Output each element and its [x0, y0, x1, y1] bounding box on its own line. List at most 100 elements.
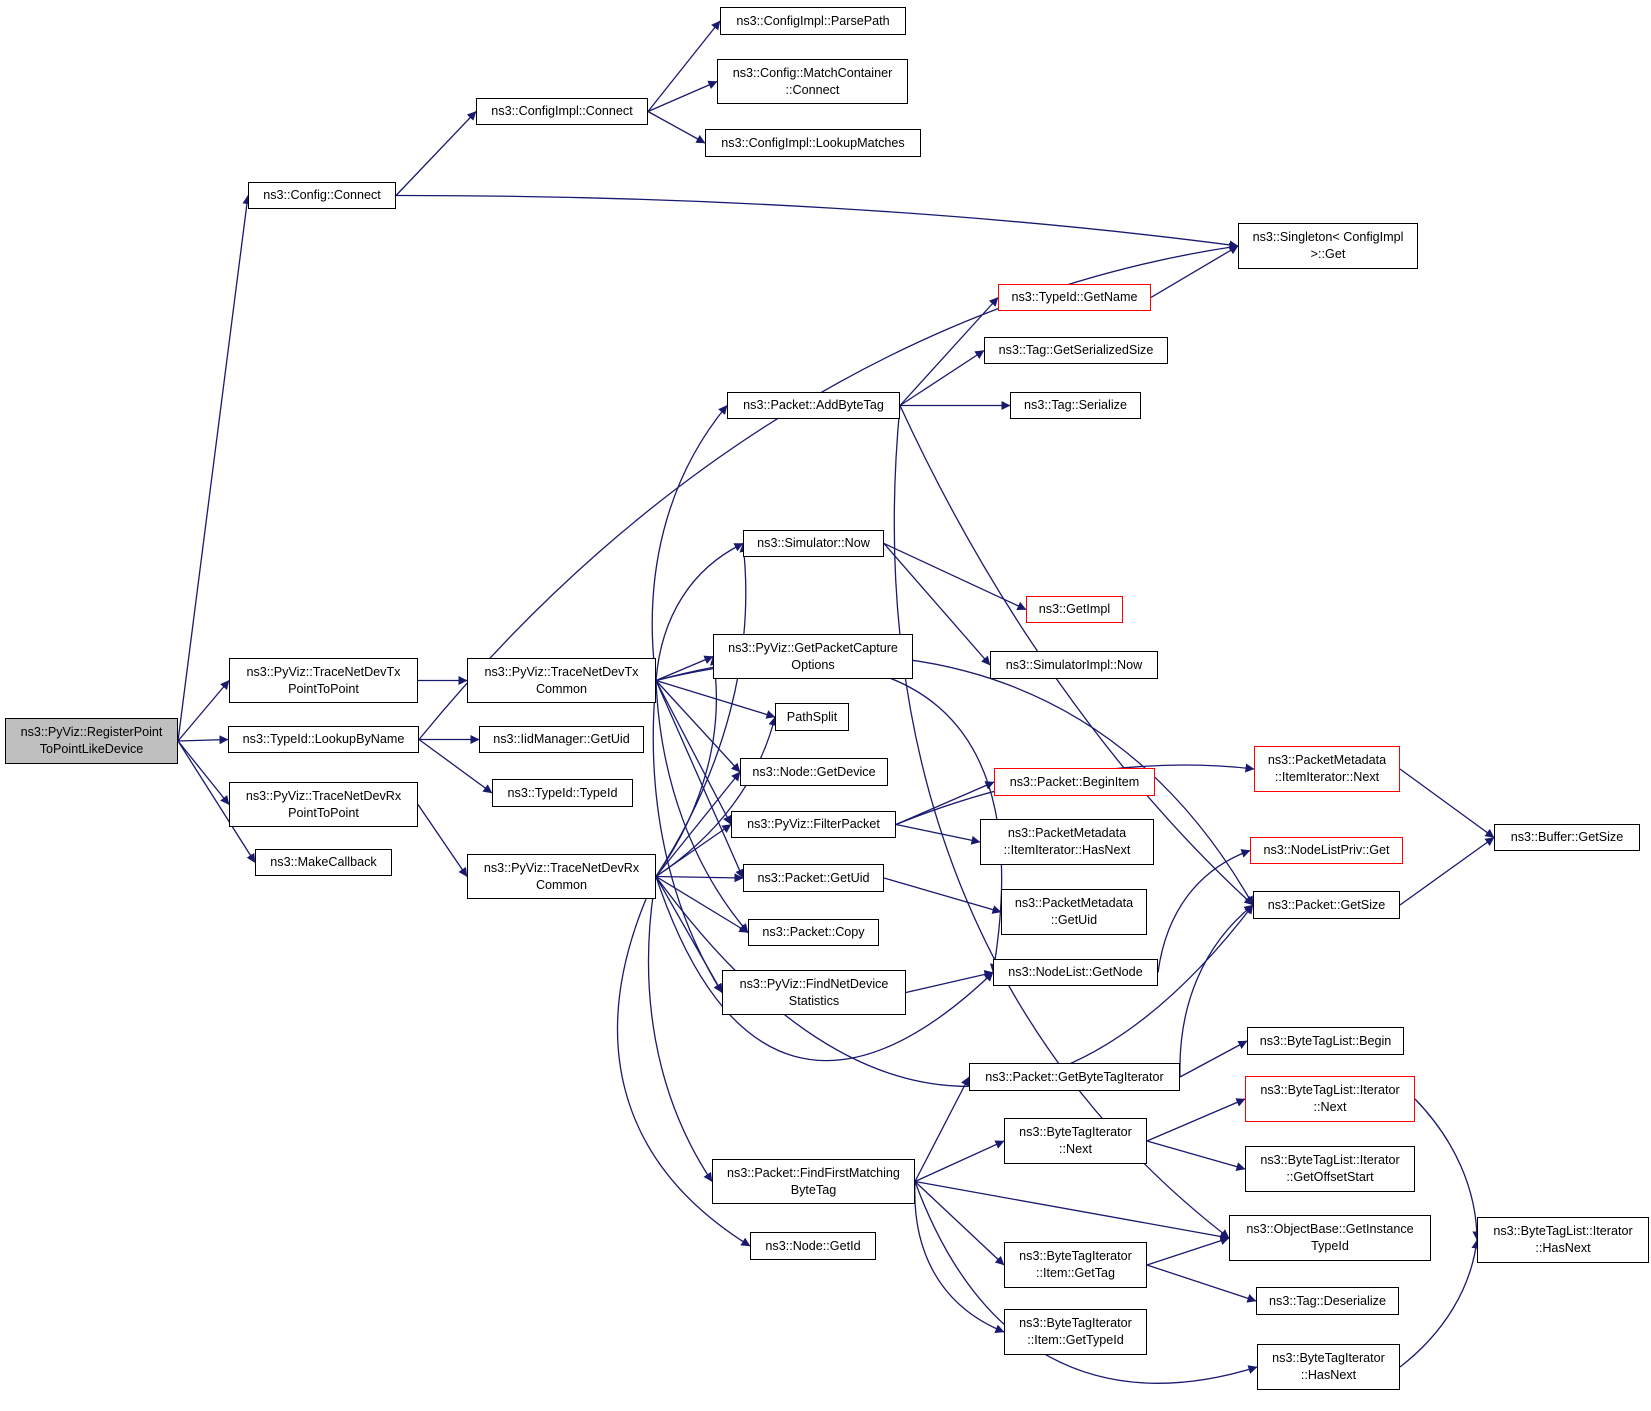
edge-tracetx-common-to-pathsplit	[655, 679, 776, 719]
node-getbytetagiterator[interactable]: ns3::Packet::GetByteTagIterator	[969, 1063, 1180, 1091]
node-tracerx-common[interactable]: ns3::PyViz::TraceNetDevRx Common	[467, 854, 656, 899]
node-label: ns3::NodeList::GetNode	[1008, 965, 1143, 979]
edge-tracerx-common-to-packet-getuid	[655, 873, 744, 883]
node-bti-item-gettag[interactable]: ns3::ByteTagIterator ::Item::GetTag	[1004, 1242, 1147, 1288]
node-btl-iter-next[interactable]: ns3::ByteTagList::Iterator ::Next	[1245, 1076, 1415, 1122]
node-label: ns3::Packet::GetByteTagIterator	[985, 1069, 1164, 1084]
edge-tracetx-common-to-node-getdevice	[655, 680, 741, 773]
node-matchcontainer[interactable]: ns3::Config::MatchContainer ::Connect	[717, 59, 908, 104]
node-pm-iter-next[interactable]: ns3::PacketMetadata ::ItemIterator::Next	[1254, 746, 1400, 792]
node-findfirstmatching[interactable]: ns3::Packet::FindFirstMatching ByteTag	[712, 1159, 915, 1204]
node-bti-next[interactable]: ns3::ByteTagIterator ::Next	[1004, 1118, 1147, 1164]
node-packet-beginitem[interactable]: ns3::Packet::BeginItem	[994, 768, 1155, 796]
node-node-getid[interactable]: ns3::Node::GetId	[750, 1232, 876, 1260]
node-packet-getuid[interactable]: ns3::Packet::GetUid	[743, 864, 884, 892]
node-nodelist-getnode[interactable]: ns3::NodeList::GetNode	[993, 959, 1158, 986]
edge-bti-hasnext-to-btl-iter-hasnext	[1399, 1239, 1481, 1368]
node-label: ns3::PacketMetadata ::ItemIterator::HasN…	[1003, 826, 1131, 857]
node-tracetx-common[interactable]: ns3::PyViz::TraceNetDevTx Common	[467, 658, 656, 703]
node-label: ns3::ByteTagList::Iterator ::Next	[1260, 1083, 1400, 1114]
node-label: ns3::TypeId::LookupByName	[242, 732, 405, 746]
node-lookupbyname[interactable]: ns3::TypeId::LookupByName	[228, 726, 419, 753]
node-config-connect[interactable]: ns3::Config::Connect	[248, 182, 396, 209]
node-label: ns3::Tag::GetSerializedSize	[998, 343, 1154, 357]
node-simulatorimpl-now[interactable]: ns3::SimulatorImpl::Now	[990, 651, 1158, 679]
edge-tracetx-common-to-filterpacket	[655, 680, 732, 825]
node-configimpl-connect[interactable]: ns3::ConfigImpl::Connect	[476, 98, 648, 125]
edge-findfirstmatching-to-objectbase-getinstancetypeid	[914, 1180, 1230, 1241]
node-getimpl[interactable]: ns3::GetImpl	[1026, 596, 1123, 623]
edge-tracerx-common-to-node-getid	[617, 876, 751, 1247]
node-label: ns3::PyViz::TraceNetDevTx Common	[484, 664, 639, 696]
edge-tracerx-common-to-findnetdevicestats	[655, 876, 723, 993]
node-label: ns3::Packet::Copy	[762, 925, 865, 939]
node-btl-begin[interactable]: ns3::ByteTagList::Begin	[1247, 1027, 1404, 1055]
node-filterpacket[interactable]: ns3::PyViz::FilterPacket	[731, 811, 896, 838]
node-label: ns3::Config::Connect	[263, 188, 381, 202]
edge-tracerx-common-to-getpacketcapture	[655, 656, 719, 877]
node-tag-deserialize[interactable]: ns3::Tag::Deserialize	[1256, 1287, 1399, 1315]
node-register: ns3::PyViz::RegisterPoint ToPointLikeDev…	[5, 718, 178, 764]
node-parsepath[interactable]: ns3::ConfigImpl::ParsePath	[720, 7, 906, 35]
node-label: ns3::PyViz::TraceNetDevTx PointToPoint	[246, 664, 401, 696]
edge-bti-item-gettag-to-tag-deserialize	[1146, 1264, 1257, 1303]
node-label: ns3::Packet::AddByteTag	[743, 398, 884, 412]
node-label: ns3::ByteTagIterator ::Item::GetTypeId	[1019, 1316, 1132, 1347]
node-btl-iter-hasnext[interactable]: ns3::ByteTagList::Iterator ::HasNext	[1477, 1217, 1649, 1263]
node-tag-serialize[interactable]: ns3::Tag::Serialize	[1010, 392, 1141, 419]
node-label: ns3::ByteTagIterator ::Item::GetTag	[1019, 1249, 1132, 1280]
node-label: ns3::ObjectBase::GetInstance TypeId	[1246, 1222, 1414, 1253]
node-label: ns3::Packet::BeginItem	[1009, 774, 1140, 789]
edge-getbytetagiterator-to-btl-begin	[1179, 1040, 1248, 1078]
node-getpacketcapture[interactable]: ns3::PyViz::GetPacketCapture Options	[713, 634, 913, 679]
node-label: ns3::Singleton< ConfigImpl >::Get	[1252, 230, 1404, 261]
node-tracetx-p2p[interactable]: ns3::PyViz::TraceNetDevTx PointToPoint	[229, 658, 418, 703]
node-label: ns3::NodeListPriv::Get	[1263, 843, 1390, 857]
node-bti-hasnext[interactable]: ns3::ByteTagIterator ::HasNext	[1257, 1344, 1400, 1390]
node-nodelistpriv-get[interactable]: ns3::NodeListPriv::Get	[1250, 837, 1403, 864]
node-packet-copy[interactable]: ns3::Packet::Copy	[748, 919, 879, 946]
node-btl-iter-getoffsetstart[interactable]: ns3::ByteTagList::Iterator ::GetOffsetSt…	[1245, 1146, 1415, 1192]
edge-tracetx-common-to-packet-getuid	[655, 680, 744, 879]
edge-register-to-makecallback	[177, 740, 256, 863]
edge-tracerx-common-to-node-getdevice	[655, 771, 741, 877]
node-typeid-getname[interactable]: ns3::TypeId::GetName	[998, 284, 1151, 311]
node-typeid-typeid[interactable]: ns3::TypeId::TypeId	[492, 779, 633, 807]
edge-tracerx-common-to-nodelist-getnode	[655, 876, 994, 1062]
node-pm-getuid[interactable]: ns3::PacketMetadata ::GetUid	[1001, 889, 1147, 935]
node-tag-getserializedsize[interactable]: ns3::Tag::GetSerializedSize	[984, 337, 1168, 364]
node-addbytetag[interactable]: ns3::Packet::AddByteTag	[727, 392, 900, 419]
node-bti-item-gettypeid[interactable]: ns3::ByteTagIterator ::Item::GetTypeId	[1004, 1309, 1147, 1355]
node-lookupmatches[interactable]: ns3::ConfigImpl::LookupMatches	[705, 129, 921, 157]
edge-simulator-now-to-getimpl	[883, 542, 1027, 611]
edge-findnetdevicestats-to-nodelist-getnode	[905, 970, 994, 994]
node-buffer-getsize[interactable]: ns3::Buffer::GetSize	[1494, 824, 1640, 851]
node-singleton-get[interactable]: ns3::Singleton< ConfigImpl >::Get	[1238, 223, 1418, 269]
node-label: ns3::Packet::GetSize	[1267, 897, 1386, 912]
node-findnetdevicestats[interactable]: ns3::PyViz::FindNetDevice Statistics	[722, 970, 906, 1015]
node-objectbase-getinstancetypeid[interactable]: ns3::ObjectBase::GetInstance TypeId	[1229, 1215, 1431, 1261]
edge-pm-iter-next-to-buffer-getsize	[1399, 768, 1495, 839]
edge-bti-item-gettag-to-objectbase-getinstancetypeid	[1146, 1236, 1230, 1266]
edge-findfirstmatching-to-bti-item-gettypeid	[914, 1181, 1005, 1333]
node-simulator-now[interactable]: ns3::Simulator::Now	[743, 530, 884, 557]
node-label: ns3::PacketMetadata ::GetUid	[1014, 896, 1134, 927]
edge-simulator-now-to-simulatorimpl-now	[883, 543, 991, 666]
node-label: ns3::TypeId::GetName	[1011, 290, 1138, 304]
edge-filterpacket-to-pm-iter-hasnext	[895, 823, 981, 845]
edge-btl-iter-next-to-btl-iter-hasnext	[1414, 1098, 1482, 1241]
node-label: ns3::ConfigImpl::LookupMatches	[721, 135, 905, 150]
edge-tracetx-common-to-simulator-now	[655, 542, 744, 681]
node-pathsplit[interactable]: PathSplit	[775, 703, 849, 731]
edge-findfirstmatching-to-bti-next	[914, 1140, 1005, 1183]
node-node-getdevice[interactable]: ns3::Node::GetDevice	[740, 758, 888, 786]
edge-tracetx-common-to-packet-copy	[655, 680, 749, 933]
node-iidmanager-getuid[interactable]: ns3::IidManager::GetUid	[479, 726, 644, 753]
node-pm-iter-hasnext[interactable]: ns3::PacketMetadata ::ItemIterator::HasN…	[980, 819, 1154, 865]
node-packet-getsize[interactable]: ns3::Packet::GetSize	[1253, 891, 1400, 919]
node-label: ns3::PyViz::GetPacketCapture Options	[728, 640, 898, 672]
node-makecallback[interactable]: ns3::MakeCallback	[255, 849, 392, 876]
node-tracerx-p2p[interactable]: ns3::PyViz::TraceNetDevRx PointToPoint	[229, 782, 418, 827]
